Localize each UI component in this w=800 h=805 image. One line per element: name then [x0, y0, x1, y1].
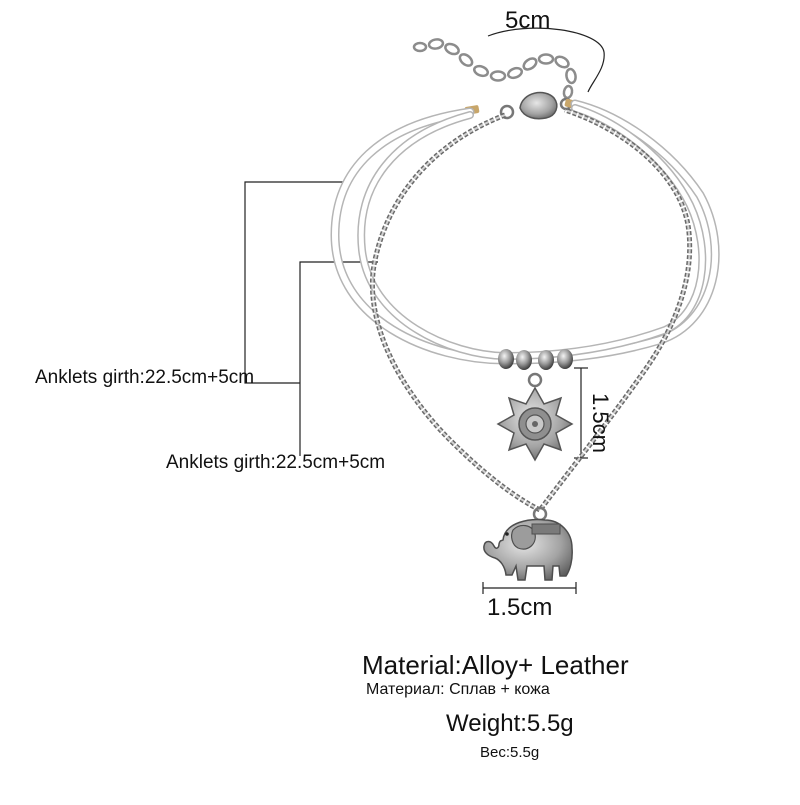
- sun-charm: [496, 372, 574, 462]
- material-label-ru: Материал: Сплав + кожа: [366, 681, 550, 698]
- chain-extension-label: 5cm: [505, 7, 551, 34]
- dimension-lines: [244, 27, 605, 594]
- extender-chain: [412, 38, 577, 100]
- elephant-charm-size-label: 1.5cm: [487, 594, 553, 621]
- sun-charm-size-label: 1.5cm: [587, 393, 613, 453]
- silver-chain: [369, 107, 693, 514]
- weight-label-ru: Вес:5.5g: [480, 744, 540, 761]
- leather-cord: [330, 99, 720, 365]
- weight-label: Weight:5.5g: [446, 710, 574, 737]
- girth-label-inner: Anklets girth:22.5cm+5cm: [166, 452, 386, 473]
- cord-beads: [498, 349, 573, 370]
- lobster-clasp: [499, 91, 573, 120]
- girth-label-outer: Anklets girth:22.5cm+5cm: [35, 367, 255, 388]
- material-label: Material:Alloy+ Leather: [362, 650, 629, 680]
- elephant-charm: [483, 506, 573, 581]
